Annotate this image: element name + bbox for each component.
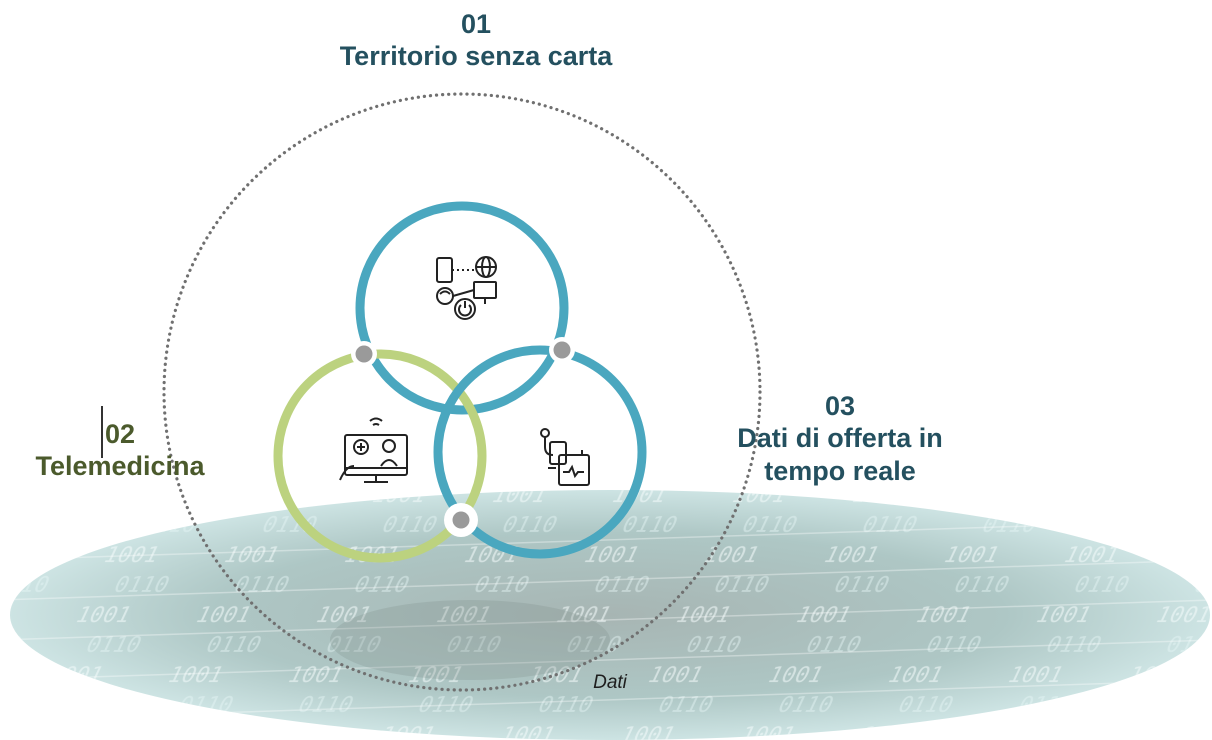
intersection-node — [351, 341, 377, 367]
digital-network-icon — [436, 256, 497, 320]
intersection-node — [549, 337, 575, 363]
area-number: 01 — [460, 9, 492, 39]
medical-monitoring-icon — [540, 428, 590, 486]
area-number: 02 — [104, 419, 136, 449]
outer-dotted-circle — [162, 92, 762, 692]
area-title: Dati di offerta in tempo reale — [737, 423, 943, 486]
area-title: Territorio senza carta — [339, 41, 613, 72]
area-label-territorio: 01 Territorio senza carta — [276, 8, 676, 73]
circle-territorio — [355, 201, 569, 415]
telemedicine-icon — [339, 417, 408, 483]
area-label-dati-offerta: 03 Dati di offerta in tempo reale — [700, 390, 980, 487]
data-plate — [10, 490, 1210, 740]
area-number: 03 — [824, 391, 856, 421]
area-title: Telemedicina — [35, 451, 205, 482]
area-label-telemedicina: 02 Telemedicina — [10, 418, 230, 483]
text-cursor — [101, 406, 103, 458]
circle-dati-offerta — [433, 345, 647, 559]
intersection-node — [444, 503, 478, 537]
circle-telemedicina — [273, 349, 487, 563]
dati-label: Dati — [593, 672, 627, 693]
